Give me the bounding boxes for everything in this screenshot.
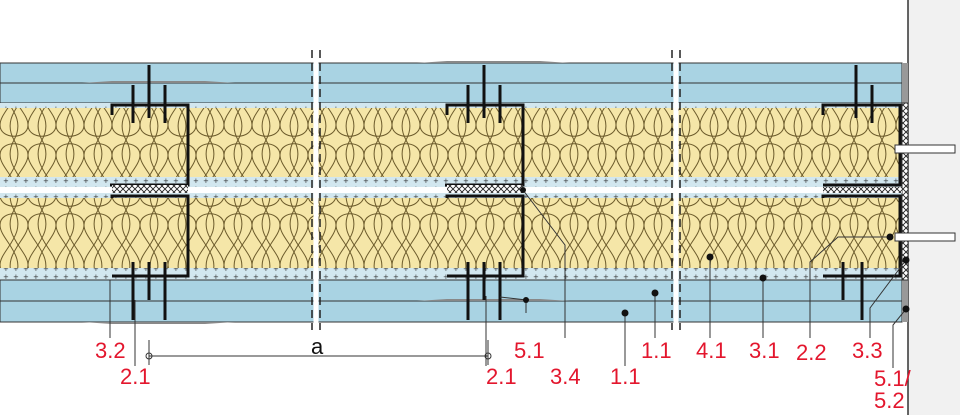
label-5-1-slash: 5.1/ [874,366,911,391]
masonry-wall [908,0,960,415]
label-2-1-b: 2.1 [486,364,517,389]
label-3-2: 3.2 [95,338,126,363]
screws [131,65,874,320]
leader-lines [109,189,907,368]
label-3-4: 3.4 [550,364,581,389]
label-3-1: 3.1 [749,338,780,363]
label-4-1: 4.1 [696,338,727,363]
label-1-1-b: 1.1 [610,364,641,389]
label-5-2: 5.2 [874,388,905,413]
label-3-3: 3.3 [852,338,883,363]
label-1-1: 1.1 [641,338,672,363]
leader-dots [520,187,910,317]
dimension-label: a [311,334,324,359]
label-2-1: 2.1 [120,364,151,389]
dimension-a [145,340,492,365]
wall-anchors [894,144,956,242]
label-5-1: 5.1 [514,338,545,363]
break-lines [313,50,679,330]
label-2-2: 2.2 [796,340,827,365]
